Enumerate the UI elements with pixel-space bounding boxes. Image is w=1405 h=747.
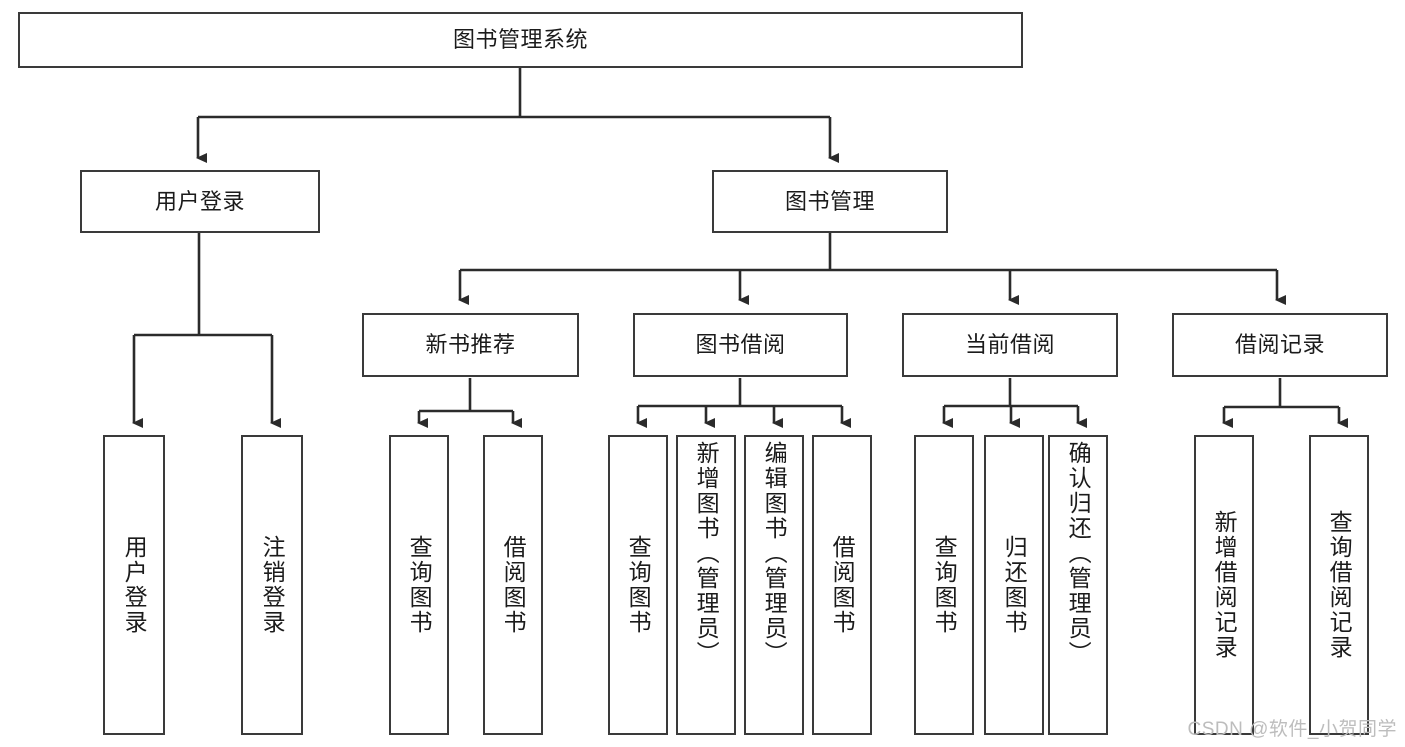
- node-root-label: 图书管理系统: [452, 27, 588, 53]
- node-leaf-borrow-book-2[interactable]: 借阅图书: [812, 435, 872, 735]
- node-leaf-borrow-book-1-label: 借阅图书: [500, 535, 527, 635]
- node-leaf-edit-book[interactable]: 编辑图书（管理员）: [744, 435, 804, 735]
- node-root[interactable]: 图书管理系统: [18, 12, 1023, 68]
- node-leaf-add-book-label: 新增图书（管理员）: [693, 441, 720, 666]
- node-leaf-query-book-1[interactable]: 查询图书: [389, 435, 449, 735]
- node-leaf-logout-login-label: 注销登录: [259, 535, 286, 635]
- node-leaf-add-record[interactable]: 新增借阅记录: [1194, 435, 1254, 735]
- node-leaf-query-book-2-label: 查询图书: [625, 535, 652, 635]
- node-leaf-query-book-1-label: 查询图书: [406, 535, 433, 635]
- node-leaf-borrow-book-2-label: 借阅图书: [829, 535, 856, 635]
- node-current-borrow[interactable]: 当前借阅: [902, 313, 1118, 377]
- node-leaf-query-book-3-label: 查询图书: [931, 535, 958, 635]
- node-leaf-confirm-return-label: 确认归还（管理员）: [1065, 441, 1092, 666]
- node-leaf-logout-login[interactable]: 注销登录: [241, 435, 303, 735]
- node-book-borrow[interactable]: 图书借阅: [633, 313, 848, 377]
- node-leaf-add-book[interactable]: 新增图书（管理员）: [676, 435, 736, 735]
- node-leaf-return-book-label: 归还图书: [1001, 535, 1028, 635]
- node-leaf-edit-book-label: 编辑图书（管理员）: [761, 441, 788, 666]
- node-leaf-query-book-2[interactable]: 查询图书: [608, 435, 668, 735]
- node-current-borrow-label: 当前借阅: [964, 332, 1055, 358]
- watermark: CSDN @软件_小贺同学: [1187, 719, 1397, 740]
- node-user-login[interactable]: 用户登录: [80, 170, 320, 233]
- node-leaf-query-record[interactable]: 查询借阅记录: [1309, 435, 1369, 735]
- node-new-book-recommend[interactable]: 新书推荐: [362, 313, 579, 377]
- node-leaf-borrow-book-1[interactable]: 借阅图书: [483, 435, 543, 735]
- node-book-manage-label: 图书管理: [784, 188, 875, 214]
- node-new-book-recommend-label: 新书推荐: [425, 332, 516, 358]
- node-leaf-query-record-label: 查询借阅记录: [1326, 510, 1353, 660]
- node-user-login-label: 用户登录: [154, 188, 245, 214]
- node-book-borrow-label: 图书借阅: [695, 332, 786, 358]
- node-leaf-user-login[interactable]: 用户登录: [103, 435, 165, 735]
- node-borrow-record[interactable]: 借阅记录: [1172, 313, 1388, 377]
- node-borrow-record-label: 借阅记录: [1234, 332, 1325, 358]
- node-leaf-add-record-label: 新增借阅记录: [1211, 510, 1238, 660]
- node-leaf-user-login-label: 用户登录: [121, 535, 148, 635]
- node-book-manage[interactable]: 图书管理: [712, 170, 948, 233]
- node-leaf-return-book[interactable]: 归还图书: [984, 435, 1044, 735]
- node-leaf-query-book-3[interactable]: 查询图书: [914, 435, 974, 735]
- node-leaf-confirm-return[interactable]: 确认归还（管理员）: [1048, 435, 1108, 735]
